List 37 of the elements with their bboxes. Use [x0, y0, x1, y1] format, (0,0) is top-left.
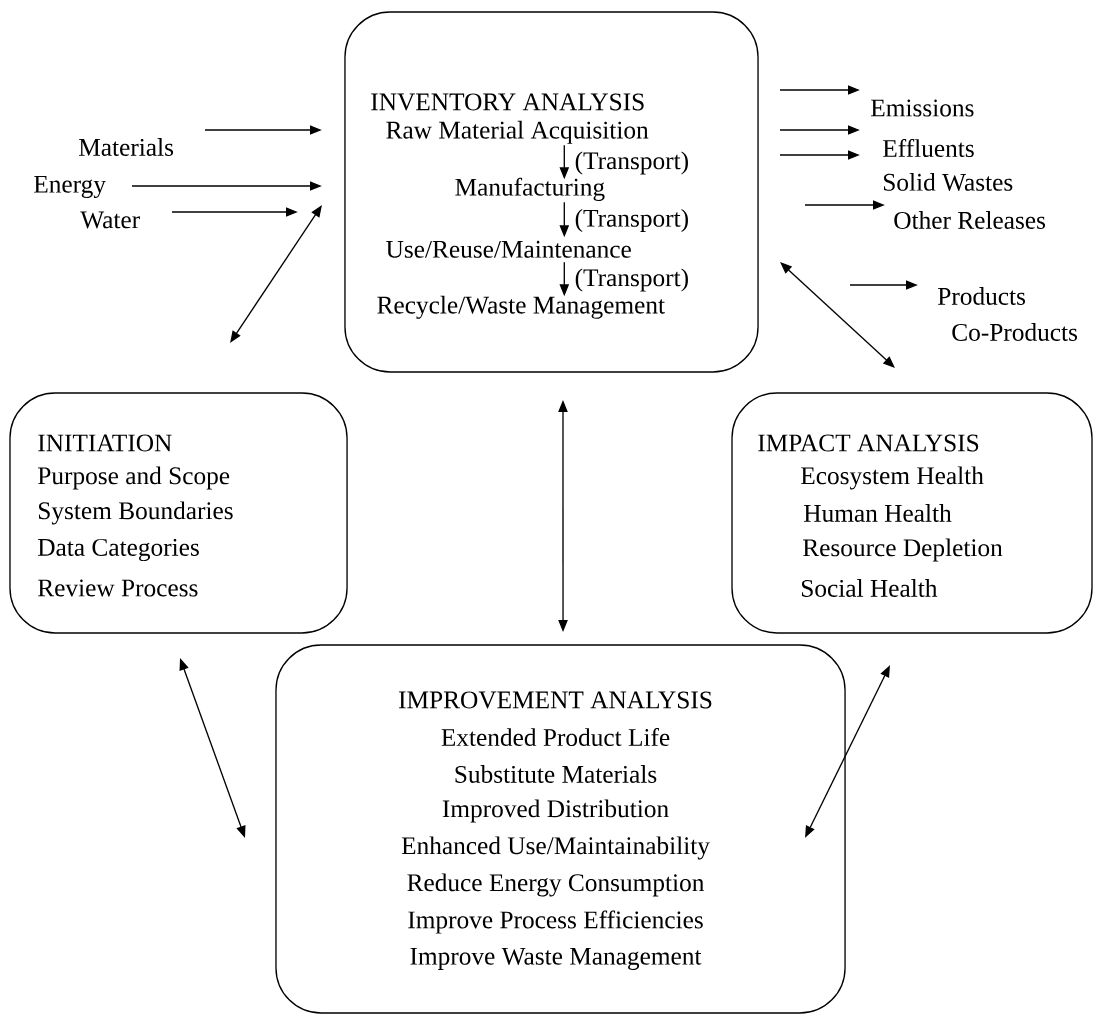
list-item: Data Categories — [38, 538, 199, 562]
double-arrow — [230, 205, 322, 343]
box-heading: IMPACT ANALYSIS — [758, 434, 979, 452]
flow-label: Emissions — [871, 99, 974, 117]
list-item: Improve Waste Management — [410, 948, 702, 970]
list-item: Reduce Energy Consumption — [407, 873, 705, 897]
list-item: Improve Process Efficiencies — [408, 910, 703, 934]
box-heading: IMPROVEMENT ANALYSIS — [399, 691, 712, 709]
list-item: System Boundaries — [38, 501, 233, 525]
flow-label: Materials — [79, 138, 174, 156]
step-text: Use/Reuse/Maintenance — [386, 240, 631, 258]
double-arrow — [780, 262, 895, 368]
edge-label: (Transport) — [573, 207, 691, 234]
flow-label: Other Releases — [894, 211, 1046, 229]
edge-label: (Transport) — [573, 267, 691, 293]
flow-label: Energy — [34, 176, 106, 198]
list-item: Social Health — [801, 579, 938, 597]
box-heading: INVENTORY ANALYSIS — [371, 93, 644, 111]
list-item: Extended Product Life — [441, 727, 670, 747]
flow-label: Co-Products — [952, 323, 1078, 341]
step-text: Raw Material Acquisition — [386, 120, 649, 144]
flow-label: Water — [80, 211, 140, 229]
list-item: Review Process — [38, 579, 198, 597]
step-text: Manufacturing — [455, 177, 605, 201]
flow-label: Solid Wastes — [883, 173, 1013, 191]
list-item: Substitute Materials — [455, 765, 657, 783]
list-item: Resource Depletion — [803, 538, 1003, 562]
list-item: Purpose and Scope — [38, 466, 230, 490]
list-item: Ecosystem Health — [801, 466, 984, 490]
flow-label: Effluents — [883, 138, 974, 158]
step-text: Recycle/Waste Management — [377, 295, 665, 319]
list-item: Human Health — [804, 504, 952, 522]
list-item: Improved Distribution — [442, 799, 669, 823]
box-heading: INITIATION — [38, 434, 172, 452]
flow-label: Products — [938, 287, 1026, 305]
list-item: Enhanced Use/Maintainability — [401, 836, 710, 860]
edge-label: (Transport) — [573, 150, 691, 176]
